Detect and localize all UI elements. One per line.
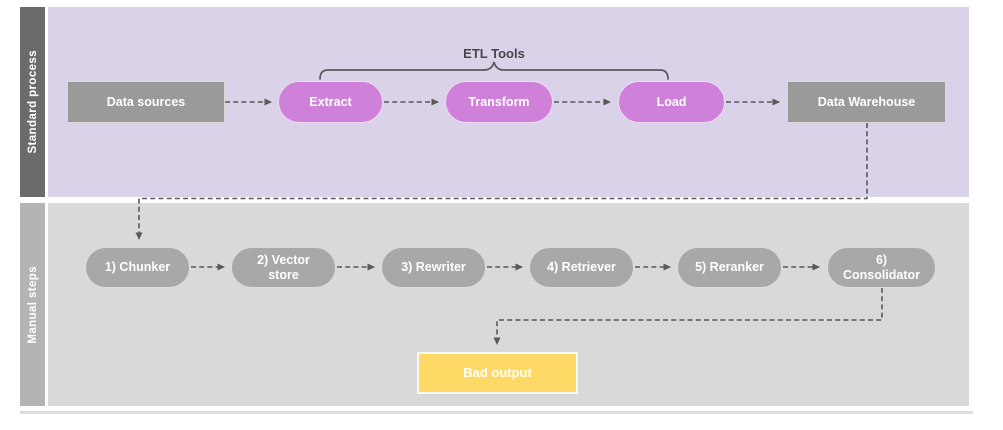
node-load: Load	[618, 81, 725, 123]
node-vector-store-label: 2) Vector store	[257, 253, 310, 282]
node-extract: Extract	[278, 81, 383, 123]
node-reranker-label: 5) Reranker	[695, 260, 764, 275]
node-load-label: Load	[656, 94, 687, 109]
etl-tools-label: ETL Tools	[463, 46, 525, 61]
node-data-warehouse-label: Data Warehouse	[817, 94, 916, 109]
node-reranker: 5) Reranker	[677, 247, 782, 288]
node-transform: Transform	[445, 81, 553, 123]
node-bad-output-label: Bad output	[463, 364, 532, 380]
node-chunker: 1) Chunker	[85, 247, 190, 288]
node-data-warehouse: Data Warehouse	[787, 81, 946, 123]
node-rewriter: 3) Rewriter	[381, 247, 486, 288]
node-consolidator-label: 6) Consolidator	[842, 253, 921, 282]
node-rewriter-label: 3) Rewriter	[401, 260, 466, 275]
node-vector-store: 2) Vector store	[231, 247, 336, 288]
node-data-sources: Data sources	[67, 81, 225, 123]
node-consolidator: 6) Consolidator	[827, 247, 936, 288]
lane-label-manual-steps: Manual steps	[20, 203, 45, 406]
node-transform-label: Transform	[468, 94, 530, 109]
node-bad-output: Bad output	[417, 352, 578, 394]
bottom-divider	[20, 411, 973, 414]
lane-label-manual-steps-text: Manual steps	[26, 265, 39, 344]
lane-label-standard-process: Standard process	[20, 7, 45, 197]
node-chunker-label: 1) Chunker	[104, 260, 171, 275]
node-retriever-label: 4) Retriever	[547, 260, 616, 275]
node-extract-label: Extract	[309, 94, 352, 109]
node-data-sources-label: Data sources	[106, 94, 186, 109]
lane-label-standard-process-text: Standard process	[26, 50, 39, 154]
node-retriever: 4) Retriever	[529, 247, 634, 288]
